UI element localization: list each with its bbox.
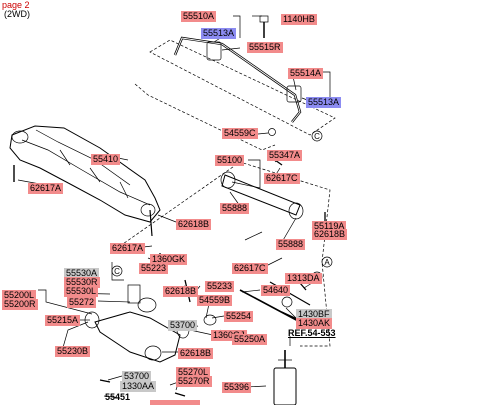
- part-label-1360GJ[interactable]: 1360GJ: [211, 330, 247, 341]
- part-label-55200L[interactable]: 55200L: [2, 290, 37, 301]
- part-label-54559C[interactable]: 54559C: [222, 128, 258, 139]
- part-label-55254[interactable]: 55254: [224, 311, 254, 322]
- shock-absorber: [273, 350, 297, 405]
- stabilizer-bar: [173, 15, 302, 136]
- part-label-cutoff: [150, 400, 200, 405]
- part-label-55514A[interactable]: 55514A: [288, 68, 324, 79]
- part-label-55230B[interactable]: 55230B: [55, 346, 91, 357]
- part-label-55272[interactable]: 55272: [67, 297, 97, 308]
- part-label-62618B-d[interactable]: 62618B: [178, 348, 214, 359]
- part-label-55530A[interactable]: 55530A: [64, 268, 100, 279]
- part-label-53700-a[interactable]: 53700: [168, 320, 198, 331]
- part-label-54559B[interactable]: 54559B: [197, 295, 233, 306]
- callout-circle-a: [321, 256, 333, 268]
- part-label-55530L[interactable]: 55530L: [64, 286, 99, 297]
- stabilizer-frame-dashed-line: [149, 39, 336, 136]
- part-label-54640[interactable]: 54640: [261, 285, 291, 296]
- callout-letter-a: A: [324, 258, 330, 267]
- part-label-53700-b[interactable]: 53700: [122, 371, 152, 382]
- part-label-1430BF[interactable]: 1430BF: [296, 309, 332, 320]
- part-label-55233[interactable]: 55233: [205, 281, 235, 292]
- ref-dashed-line: [134, 83, 276, 151]
- part-label-55270L[interactable]: 55270L: [176, 367, 211, 378]
- part-label-62617A-mid[interactable]: 62617A: [110, 243, 146, 254]
- part-label-62618B-b[interactable]: 62618B: [312, 229, 348, 240]
- part-label-55515R[interactable]: 55515R: [247, 42, 283, 53]
- part-label-55270R[interactable]: 55270R: [176, 376, 212, 387]
- part-label-55119A[interactable]: 55119A: [312, 221, 347, 232]
- part-label-55347A[interactable]: 55347A: [267, 150, 303, 161]
- part-label-62617C-mid[interactable]: 62617C: [232, 263, 268, 274]
- part-label-55513A-right[interactable]: 55513A: [306, 97, 342, 108]
- part-label-55100[interactable]: 55100: [215, 155, 245, 166]
- part-label-55888-a[interactable]: 55888: [220, 203, 250, 214]
- callout-letter-c: C: [314, 132, 320, 141]
- part-label-55200R[interactable]: 55200R: [2, 299, 38, 310]
- part-label-55223[interactable]: 55223: [139, 263, 169, 274]
- part-label-1360GK[interactable]: 1360GK: [150, 254, 188, 265]
- upper-control-arm: [220, 159, 326, 241]
- part-label-1430AK[interactable]: 1430AK: [296, 318, 333, 329]
- part-label-55888-b[interactable]: 55888: [276, 239, 306, 250]
- part-label-55250A[interactable]: 55250A: [232, 334, 268, 345]
- callout-circle-c-lower: [111, 265, 123, 277]
- part-label-62618B-c[interactable]: 62618B: [163, 286, 199, 297]
- part-label-62618B-a[interactable]: 62618B: [176, 219, 212, 230]
- part-label-55530R[interactable]: 55530R: [64, 277, 100, 288]
- part-label-62617A-left[interactable]: 62617A: [28, 183, 64, 194]
- leader-lines: [17, 15, 331, 399]
- callout-circle-c: [311, 130, 323, 142]
- part-label-62617C-top[interactable]: 62617C: [264, 173, 300, 184]
- part-label-55451[interactable]: 55451: [105, 392, 131, 402]
- part-label-55410[interactable]: 55410: [91, 154, 121, 165]
- callout-letter-c-lower: C: [114, 267, 120, 276]
- part-label-1140HB[interactable]: 1140HB: [281, 14, 317, 25]
- page-link[interactable]: page 2: [2, 0, 30, 10]
- part-label-55215A[interactable]: 55215A: [45, 315, 81, 326]
- part-label-55513A-top[interactable]: 55513A: [201, 28, 237, 39]
- reference-label[interactable]: REF.54-553: [288, 328, 336, 338]
- part-label-1330AA[interactable]: 1330AA: [120, 381, 157, 392]
- crossmember: [9, 125, 161, 237]
- part-label-1313DA[interactable]: 1313DA: [285, 273, 322, 284]
- part-label-55396[interactable]: 55396: [222, 382, 252, 393]
- variant-label: (2WD): [4, 9, 30, 19]
- part-label-55510A[interactable]: 55510A: [181, 11, 217, 22]
